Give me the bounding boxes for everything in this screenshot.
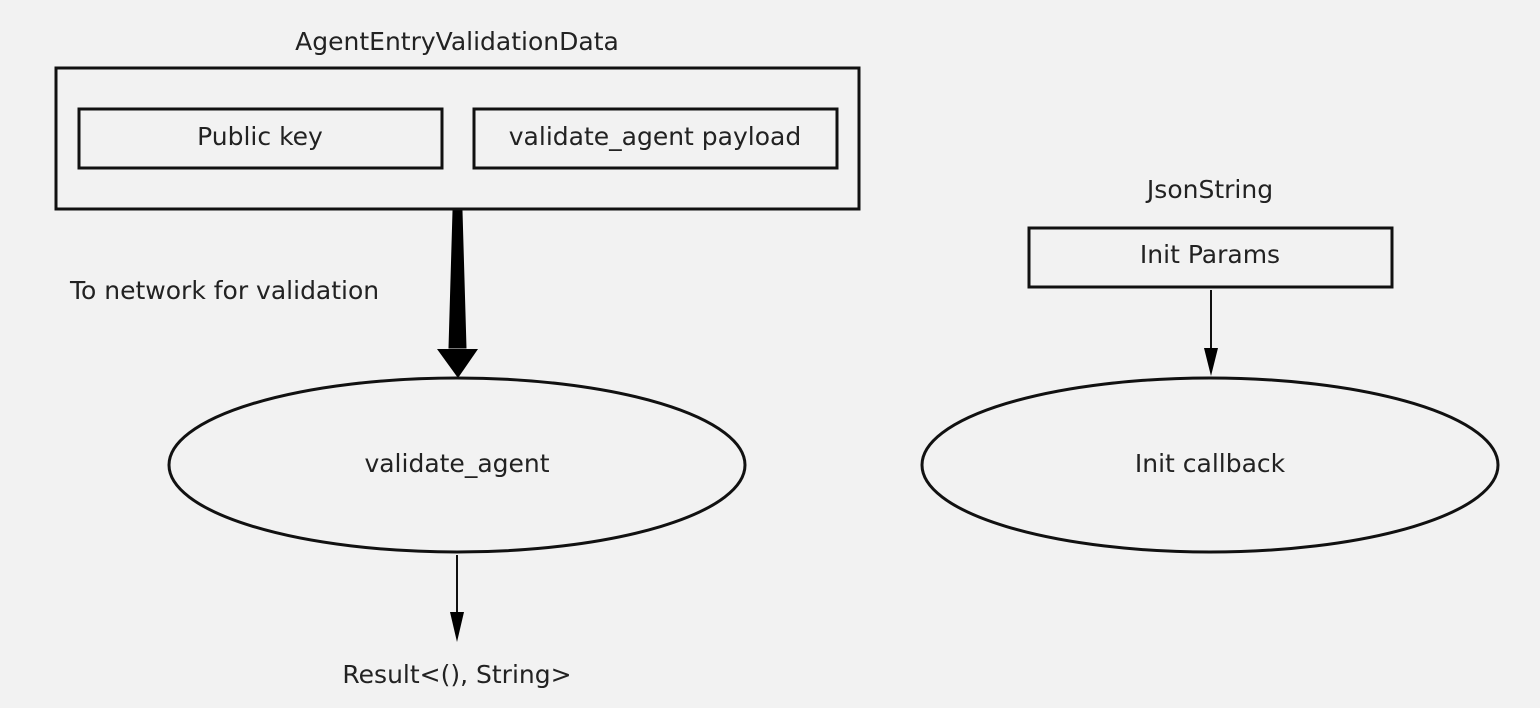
init-params-box <box>1027 226 1394 289</box>
init-arrow-head <box>1204 348 1218 376</box>
agent-entry-title: AgentEntryValidationData <box>295 27 619 56</box>
thick-arrow-shaft <box>448 210 467 349</box>
result-arrow-head <box>450 612 464 642</box>
init-params-label: Init Params <box>1140 240 1280 269</box>
edge-label-to-network: To network for validation <box>69 276 379 305</box>
thick-arrow-head <box>437 349 478 378</box>
validate-agent-node <box>167 376 747 554</box>
payload-label: validate_agent payload <box>509 122 801 151</box>
payload-box <box>472 107 839 170</box>
validate-agent-label: validate_agent <box>364 449 549 478</box>
agent-entry-container <box>54 66 861 211</box>
init-callback-label: Init callback <box>1135 449 1286 478</box>
public-key-label: Public key <box>197 122 323 151</box>
json-string-title: JsonString <box>1145 175 1273 204</box>
init-callback-node <box>920 376 1500 554</box>
result-label: Result<(), String> <box>342 660 571 689</box>
public-key-box <box>77 107 444 170</box>
